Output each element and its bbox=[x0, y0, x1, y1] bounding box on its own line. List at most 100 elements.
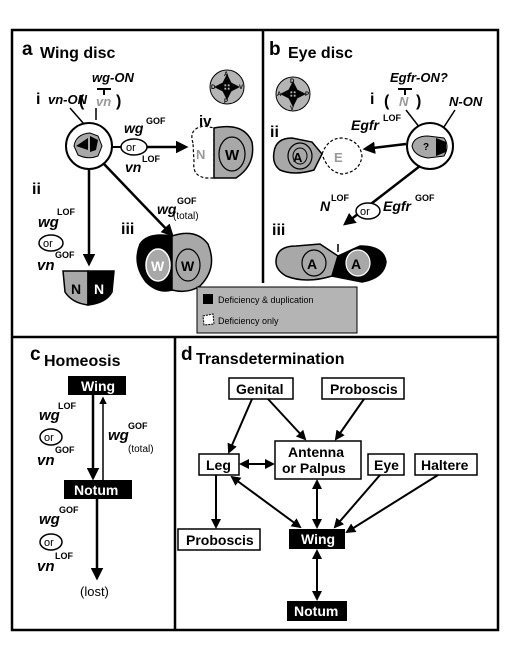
edge-eye-wing bbox=[333, 474, 381, 529]
svg-text:V: V bbox=[290, 106, 294, 112]
svg-text:LOF: LOF bbox=[58, 401, 76, 411]
svg-text:Wing: Wing bbox=[301, 531, 335, 547]
node-genital bbox=[228, 377, 294, 400]
legend-swatch-def bbox=[202, 313, 215, 326]
svg-text:(total): (total) bbox=[128, 444, 154, 455]
svg-text:GOF: GOF bbox=[177, 196, 197, 206]
edge-leg-wing bbox=[230, 475, 302, 529]
svg-text:V: V bbox=[239, 85, 243, 91]
svg-text:P: P bbox=[224, 99, 228, 105]
svg-text:Wing: Wing bbox=[81, 378, 115, 394]
svg-text:GOF: GOF bbox=[55, 445, 75, 455]
svg-text:wg: wg bbox=[108, 427, 129, 444]
node-proboscis-bottom bbox=[177, 528, 261, 551]
svg-text:GOF: GOF bbox=[146, 116, 166, 126]
iv-notum-outline bbox=[191, 125, 215, 179]
svg-text:Haltere: Haltere bbox=[421, 457, 469, 473]
svg-text:LOF: LOF bbox=[142, 154, 160, 164]
svg-text:E: E bbox=[334, 150, 343, 165]
wing-label-i: i bbox=[36, 91, 40, 108]
node-eye bbox=[367, 453, 405, 476]
svg-text:W: W bbox=[225, 147, 240, 164]
svg-text:or Palpus: or Palpus bbox=[282, 460, 346, 476]
node-wing bbox=[289, 529, 345, 549]
panel-b: b Eye disc D V A P i Egfr-ON? ( N ) N-ON… bbox=[269, 39, 483, 283]
legend: Deficiency & duplication Deficiency only bbox=[196, 286, 358, 334]
panel-b-title: Eye disc bbox=[288, 45, 353, 62]
svg-text:LOF: LOF bbox=[331, 193, 349, 203]
edge-proboscis-antenna bbox=[334, 398, 365, 441]
svg-text:wg: wg bbox=[38, 214, 59, 231]
legend-box bbox=[196, 286, 358, 334]
vn-lof-iv: vn bbox=[125, 159, 141, 175]
svg-text:wg: wg bbox=[39, 407, 60, 424]
edge-genital-antenna bbox=[267, 398, 307, 441]
svg-text:Genital: Genital bbox=[236, 381, 283, 397]
svg-text:A: A bbox=[307, 256, 317, 272]
svg-text:or: or bbox=[126, 142, 136, 154]
panel-a-title: Wing disc bbox=[40, 45, 116, 62]
svg-text:A: A bbox=[293, 150, 303, 165]
wing-label-iii: iii bbox=[121, 221, 134, 238]
svg-text:wg: wg bbox=[157, 201, 177, 217]
homeosis-wing-box bbox=[68, 376, 126, 395]
legend-swatch-dup bbox=[203, 294, 213, 304]
vn-on-pointer bbox=[69, 107, 85, 125]
eye-label-i: i bbox=[370, 91, 374, 108]
svg-text:?: ? bbox=[423, 142, 429, 153]
panel-a: a Wing disc i wg-ON ( vn ) vn-ON A P D V… bbox=[22, 39, 254, 306]
panel-d: d Transdetermination Genital Proboscis L… bbox=[177, 344, 478, 621]
egfr-on-label: Egfr-ON? bbox=[390, 70, 448, 85]
svg-text:vn: vn bbox=[37, 558, 55, 575]
svg-text:Notum: Notum bbox=[74, 482, 118, 498]
wg-gof-iv: wg bbox=[124, 120, 144, 136]
svg-text:GOF: GOF bbox=[55, 250, 75, 260]
ii-right-notum bbox=[87, 270, 115, 306]
svg-text:vn: vn bbox=[37, 452, 55, 469]
eye-ii-arrow bbox=[362, 141, 407, 154]
svg-text:Eye: Eye bbox=[374, 457, 399, 473]
svg-text:W: W bbox=[181, 258, 195, 274]
svg-text:Leg: Leg bbox=[206, 457, 231, 473]
compass-a: A P D V bbox=[209, 69, 245, 105]
legend-def-label: Deficiency only bbox=[218, 316, 279, 326]
svg-text:Antenna: Antenna bbox=[288, 444, 344, 460]
panel-d-letter: d bbox=[181, 344, 193, 365]
svg-text:Proboscis: Proboscis bbox=[186, 532, 254, 548]
svg-text:or: or bbox=[44, 432, 54, 444]
svg-text:or: or bbox=[44, 537, 54, 549]
eye-iii-arrow bbox=[343, 165, 421, 226]
vn-on-label: vn-ON bbox=[48, 92, 88, 107]
svg-text:D: D bbox=[290, 79, 295, 85]
svg-text:W: W bbox=[151, 258, 165, 274]
svg-text:): ) bbox=[416, 93, 421, 110]
svg-text:A: A bbox=[224, 72, 229, 78]
close-paren: ) bbox=[116, 93, 121, 110]
node-haltere bbox=[414, 453, 478, 476]
svg-text:N: N bbox=[71, 281, 81, 297]
eye-label-iii: iii bbox=[272, 222, 285, 239]
wing-label-ii: ii bbox=[32, 181, 41, 198]
panel-c-title: Homeosis bbox=[44, 353, 121, 370]
svg-text:P: P bbox=[305, 92, 309, 98]
svg-text:A: A bbox=[277, 92, 282, 98]
wing-disc-notum-region bbox=[76, 138, 88, 150]
svg-text:vn: vn bbox=[37, 257, 55, 274]
svg-text:LOF: LOF bbox=[57, 207, 75, 217]
svg-text:or: or bbox=[360, 206, 370, 218]
svg-text:GOF: GOF bbox=[59, 505, 79, 515]
svg-text:Proboscis: Proboscis bbox=[330, 381, 398, 397]
iv-wing-shape bbox=[213, 125, 254, 179]
svg-text:or: or bbox=[43, 238, 53, 250]
svg-text:Egfr: Egfr bbox=[351, 117, 381, 133]
svg-text:D: D bbox=[211, 85, 216, 91]
n-on-label: N-ON bbox=[449, 94, 483, 109]
eye-label-ii: ii bbox=[270, 124, 279, 141]
svg-text:GOF: GOF bbox=[415, 193, 435, 203]
svg-text:LOF: LOF bbox=[55, 551, 73, 561]
svg-text:N: N bbox=[94, 281, 104, 297]
svg-text:(: ( bbox=[384, 93, 390, 110]
open-paren: ( bbox=[79, 93, 85, 110]
